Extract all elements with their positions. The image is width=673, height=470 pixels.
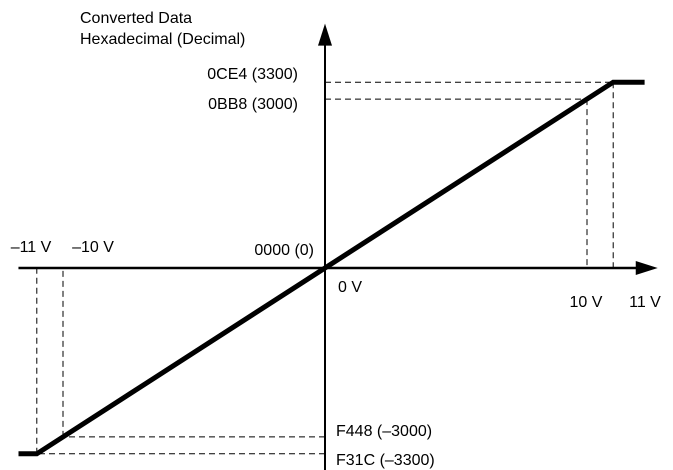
y-axis-arrow — [318, 23, 332, 46]
y-tick-label-1: 0BB8 (3000) — [208, 96, 298, 113]
x-tick-label-3: 10 V — [570, 294, 603, 311]
y-axis-title-line-0: Converted Data — [80, 10, 192, 27]
series-lines — [18, 79, 645, 457]
x-axis-arrow — [635, 261, 658, 275]
y-axis-title-line-1: Hexadecimal (Decimal) — [80, 31, 245, 48]
x-tick-label-1: –10 V — [72, 239, 114, 256]
x-tick-label-0: –11 V — [11, 239, 52, 256]
y-tick-label-0: 0CE4 (3300) — [207, 66, 298, 83]
y-tick-label-3: F448 (–3000) — [336, 423, 432, 440]
y-tick-label-4: F31C (–3300) — [336, 452, 435, 469]
y-tick-label-2: 0000 (0) — [254, 242, 314, 259]
x-tick-label-2: 0 V — [338, 279, 362, 296]
guide-lines — [36, 81, 614, 455]
x-tick-label-4: 11 V — [629, 294, 661, 311]
series-line-0 — [18, 79, 645, 457]
